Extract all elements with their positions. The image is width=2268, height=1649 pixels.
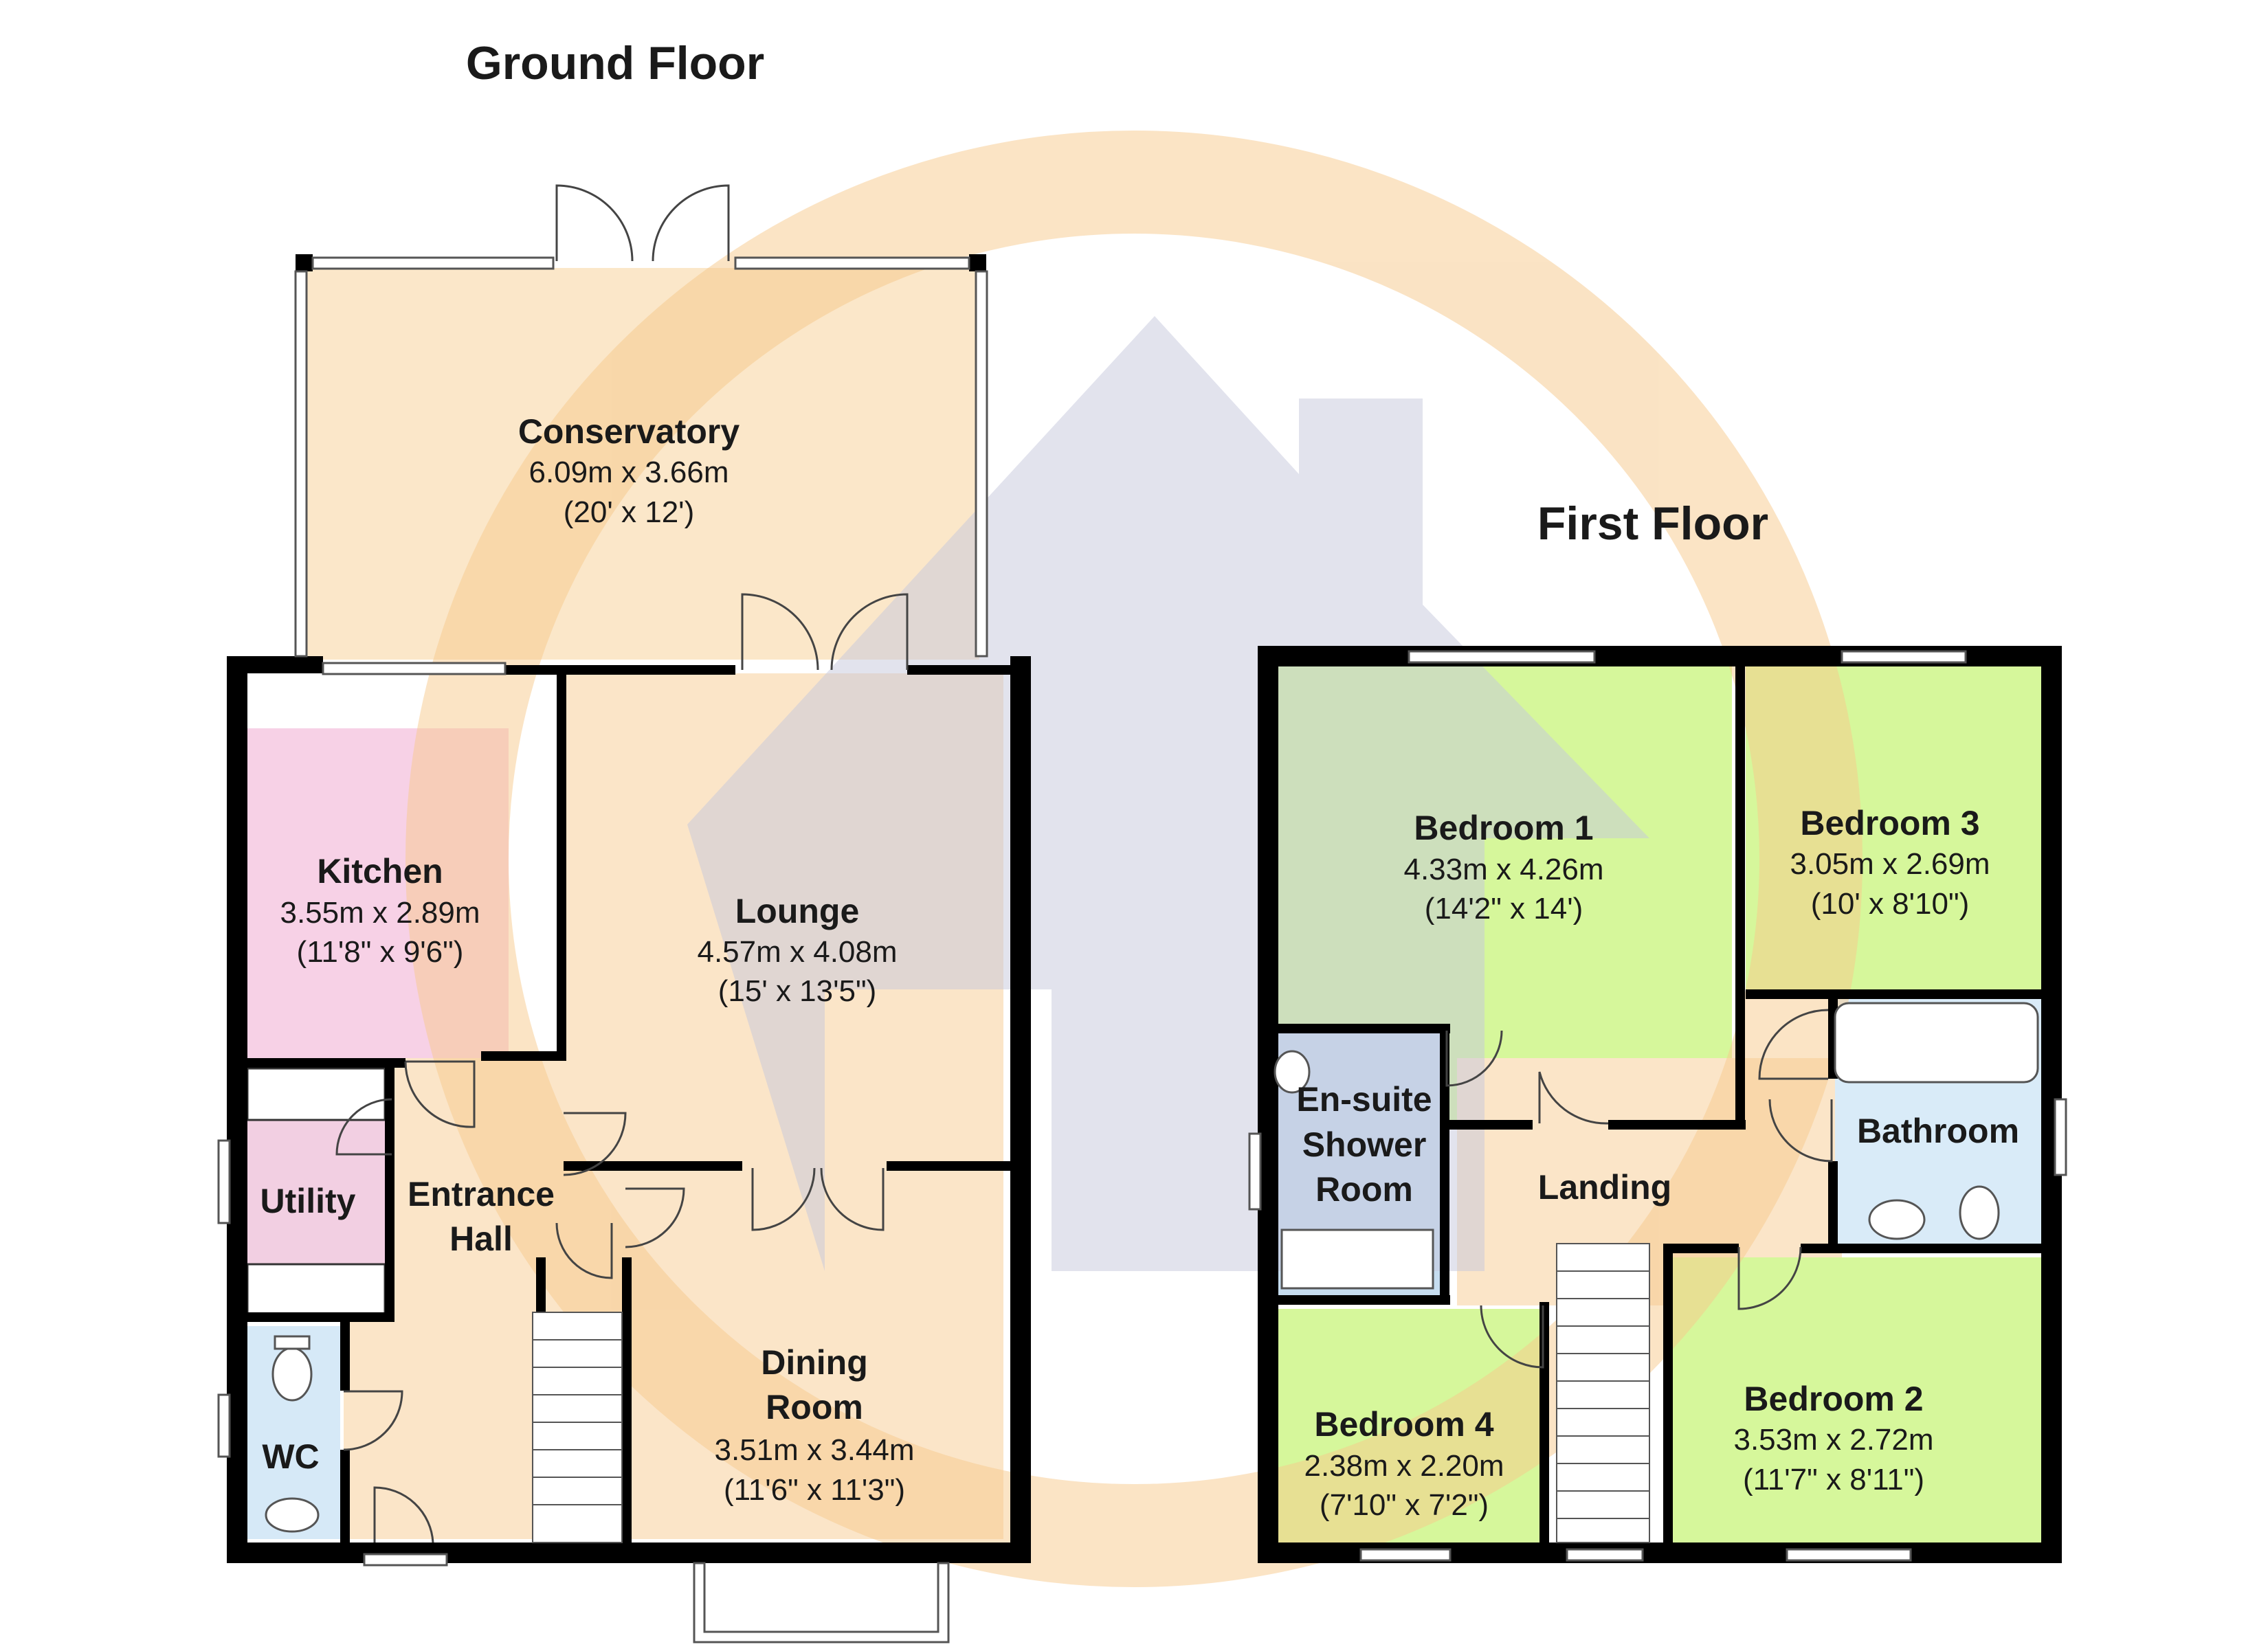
conservatory-dim-m: 6.09m x 3.66m	[529, 456, 729, 489]
first-floor-labels: Bedroom 1 4.33m x 4.26m (14'2" x 14') Be…	[1296, 804, 2019, 1522]
lounge-french-door	[741, 593, 909, 671]
first-floor-windows	[1248, 650, 2067, 1562]
first-floor-stairs	[1556, 1243, 1650, 1543]
conservatory-window-right	[975, 270, 988, 658]
ground-floor-windows	[217, 256, 988, 1644]
landing-window	[1566, 1548, 1644, 1562]
bedroom1-dim-m: 4.33m x 4.26m	[1403, 853, 1603, 886]
dining-dim-m: 3.51m x 3.44m	[714, 1433, 914, 1467]
conservatory-window-top-right	[734, 256, 970, 270]
bedroom3-name: Bedroom 3	[1800, 804, 1979, 842]
wc-basin	[265, 1497, 320, 1533]
ensuite-door	[1445, 1030, 1503, 1087]
bathroom-fixtures	[1274, 1002, 2039, 1290]
lounge-dim-m: 4.57m x 4.08m	[697, 935, 897, 969]
bedroom2-dim-m: 3.53m x 2.72m	[1733, 1423, 1933, 1457]
bedroom3-dim-ft: (10' x 8'10")	[1811, 887, 1970, 921]
dining-name-line1: Dining	[761, 1343, 868, 1382]
utility-door	[335, 1098, 392, 1156]
lounge-hall-door	[563, 1112, 627, 1176]
dining-name-line2: Room	[766, 1388, 863, 1426]
dining-hall-door	[625, 1187, 685, 1248]
ensuite-name-line1: En-suite	[1296, 1080, 1432, 1119]
wc-door	[343, 1390, 403, 1451]
ground-floor-labels: Conservatory 6.09m x 3.66m (20' x 12') K…	[260, 412, 915, 1507]
bathtub	[1834, 1002, 2039, 1084]
bedroom2-door	[1737, 1246, 1802, 1310]
kitchen-dim-m: 3.55m x 2.89m	[280, 896, 480, 930]
ground-floor-title: Ground Floor	[466, 37, 764, 89]
hall-front-window	[363, 1553, 448, 1567]
bedroom2-window	[1786, 1548, 1912, 1562]
first-floor-walls	[1258, 646, 2062, 1563]
lounge-dim-ft: (15' x 13'5")	[718, 974, 877, 1008]
bedroom3-dim-m: 3.05m x 2.69m	[1790, 847, 1990, 881]
kitchen-dim-ft: (11'8" x 9'6")	[297, 935, 464, 969]
bedroom3-window	[1841, 650, 1967, 664]
ensuite-name-line2: Shower	[1302, 1125, 1427, 1164]
utility-top-unit	[246, 1067, 386, 1121]
wc-window	[217, 1393, 231, 1458]
entrance-hall-name-line2: Hall	[449, 1220, 513, 1258]
shower-tray	[1280, 1229, 1434, 1290]
bathroom-door	[1768, 1099, 1833, 1163]
watermark-ring	[405, 131, 1863, 1587]
floor-titles: Ground Floor First Floor	[466, 37, 1768, 550]
front-door	[373, 1486, 434, 1543]
dining-dim-ft: (11'6" x 11'3")	[724, 1473, 905, 1507]
bathroom-basin	[1868, 1199, 1926, 1240]
conservatory-window-left	[294, 270, 308, 658]
bedroom1-dim-ft: (14'2" x 14')	[1425, 892, 1583, 926]
landing-name: Landing	[1538, 1168, 1671, 1207]
kitchen-door	[404, 1060, 476, 1128]
bedroom4-door	[1480, 1305, 1544, 1369]
bedroom1-window	[1408, 650, 1596, 664]
conservatory-name: Conservatory	[518, 412, 740, 451]
first-floor-doors	[1445, 1009, 1833, 1369]
bedroom4-dim-m: 2.38m x 2.20m	[1304, 1449, 1504, 1483]
first-floor-title: First Floor	[1537, 497, 1768, 550]
lounge-dining-door	[751, 1167, 885, 1231]
kitchen-window	[322, 662, 507, 675]
utility-fill	[244, 1120, 388, 1264]
wc-toilet	[271, 1347, 313, 1402]
lounge-name: Lounge	[735, 892, 860, 930]
bedroom4-name: Bedroom 4	[1314, 1405, 1493, 1444]
bedroom1-door	[1538, 1071, 1609, 1125]
kitchen-name: Kitchen	[317, 852, 443, 890]
conservatory-french-door	[555, 184, 730, 262]
ensuite-basin	[1274, 1050, 1311, 1094]
ground-floor-doors	[335, 184, 909, 1543]
bathroom-toilet	[1959, 1185, 2000, 1240]
bedroom2-name: Bedroom 2	[1744, 1380, 1923, 1418]
conservatory-window-top-left	[311, 256, 555, 270]
cupboard-door	[555, 1222, 613, 1279]
bedroom3-door	[1758, 1009, 1829, 1080]
dining-bay-window	[693, 1562, 950, 1644]
utility-name: Utility	[260, 1182, 356, 1220]
ground-floor-stairs	[532, 1312, 623, 1543]
conservatory-dim-ft: (20' x 12')	[564, 495, 694, 529]
wc-name: WC	[262, 1437, 319, 1476]
bedroom2-fill	[1670, 1257, 2041, 1543]
bedroom2-dim-ft: (11'7" x 8'11")	[1743, 1463, 1924, 1496]
wc-fixtures	[265, 1335, 320, 1533]
ensuite-window	[1248, 1132, 1262, 1211]
utility-window	[217, 1139, 231, 1224]
bedroom1-name: Bedroom 1	[1414, 809, 1593, 847]
utility-bottom-unit	[246, 1263, 386, 1317]
bathroom-name: Bathroom	[1857, 1112, 2019, 1150]
bedroom4-dim-ft: (7'10" x 7'2")	[1320, 1488, 1489, 1522]
ensuite-name-line3: Room	[1315, 1170, 1413, 1209]
bedroom4-window	[1359, 1548, 1452, 1562]
bay-fill	[701, 1553, 942, 1635]
bathroom-window	[2054, 1098, 2067, 1176]
entrance-hall-name-line1: Entrance	[408, 1175, 555, 1213]
